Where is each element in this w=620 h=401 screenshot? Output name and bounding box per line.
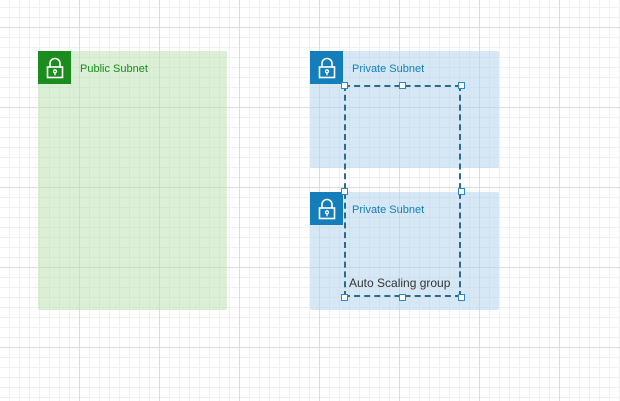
resize-handle-left[interactable] <box>341 188 348 195</box>
resize-handle-top-right[interactable] <box>458 82 465 89</box>
public-subnet-label: Public Subnet <box>80 63 148 75</box>
resize-handle-bottom-right[interactable] <box>458 294 465 301</box>
resize-handle-top-left[interactable] <box>341 82 348 89</box>
auto-scaling-group-label: Auto Scaling group <box>349 276 451 290</box>
lock-icon <box>38 51 71 84</box>
lock-icon <box>310 51 343 84</box>
public-subnet[interactable]: Public Subnet <box>38 51 227 310</box>
auto-scaling-group[interactable] <box>344 85 461 297</box>
resize-handle-bottom[interactable] <box>399 294 406 301</box>
resize-handle-bottom-left[interactable] <box>341 294 348 301</box>
private-subnet-bottom[interactable]: Private Subnet <box>310 192 499 310</box>
lock-icon <box>310 192 343 225</box>
private-subnet-bottom-label: Private Subnet <box>352 204 425 216</box>
resize-handle-top[interactable] <box>399 82 406 89</box>
resize-handle-right[interactable] <box>458 188 465 195</box>
private-subnet-top[interactable]: Private Subnet <box>310 51 499 168</box>
private-subnet-top-label: Private Subnet <box>352 63 425 75</box>
